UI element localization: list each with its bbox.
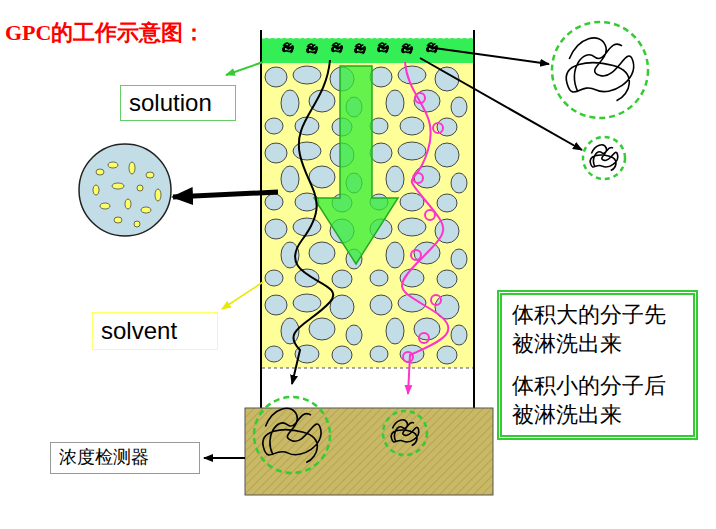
label-box: 浓度检测器 xyxy=(50,442,200,474)
node-text: 浓度检测器 xyxy=(59,447,191,469)
small-molecule-circle xyxy=(383,411,427,455)
detector-cell xyxy=(245,408,493,495)
column-wall xyxy=(260,30,262,408)
node-text: solvent xyxy=(101,317,209,346)
node-text: solution xyxy=(129,89,227,118)
band-dash xyxy=(262,37,473,38)
bead-pores xyxy=(93,162,161,227)
detector-arrow xyxy=(204,457,245,459)
molecules xyxy=(283,43,437,54)
small-molecule-path xyxy=(402,62,448,394)
solvent-region xyxy=(262,63,473,368)
column-wall xyxy=(473,30,475,408)
small-molecule xyxy=(590,145,618,171)
small-molecule xyxy=(391,420,419,446)
flow-arrow xyxy=(314,66,398,264)
solvent-leader xyxy=(222,282,263,309)
label-box: solvent xyxy=(92,312,218,350)
small-molecule-circle xyxy=(583,137,625,179)
node-text: 体积小的分子后被淋洗出来 xyxy=(512,372,683,429)
bed-end-dash xyxy=(262,368,473,369)
diagram-title: GPC的工作示意图： xyxy=(5,18,205,48)
magnify-arrow xyxy=(434,48,549,64)
bead-magnified xyxy=(79,144,171,236)
solution-leader xyxy=(226,62,263,75)
node-text: 体积大的分子先被淋洗出来 xyxy=(512,301,683,358)
large-molecule-circle xyxy=(552,22,648,118)
magnify-arrow xyxy=(173,192,278,197)
label-box: solution xyxy=(120,85,236,121)
magnify-arrow xyxy=(420,58,582,150)
gel-beads xyxy=(262,63,473,368)
large-molecule xyxy=(263,408,321,462)
large-molecule xyxy=(566,38,633,101)
solution-band xyxy=(262,38,473,63)
note-box: 体积大的分子先被淋洗出来体积小的分子后被淋洗出来 xyxy=(497,290,698,440)
large-molecule-circle xyxy=(254,397,330,473)
large-molecule-path xyxy=(292,60,333,384)
